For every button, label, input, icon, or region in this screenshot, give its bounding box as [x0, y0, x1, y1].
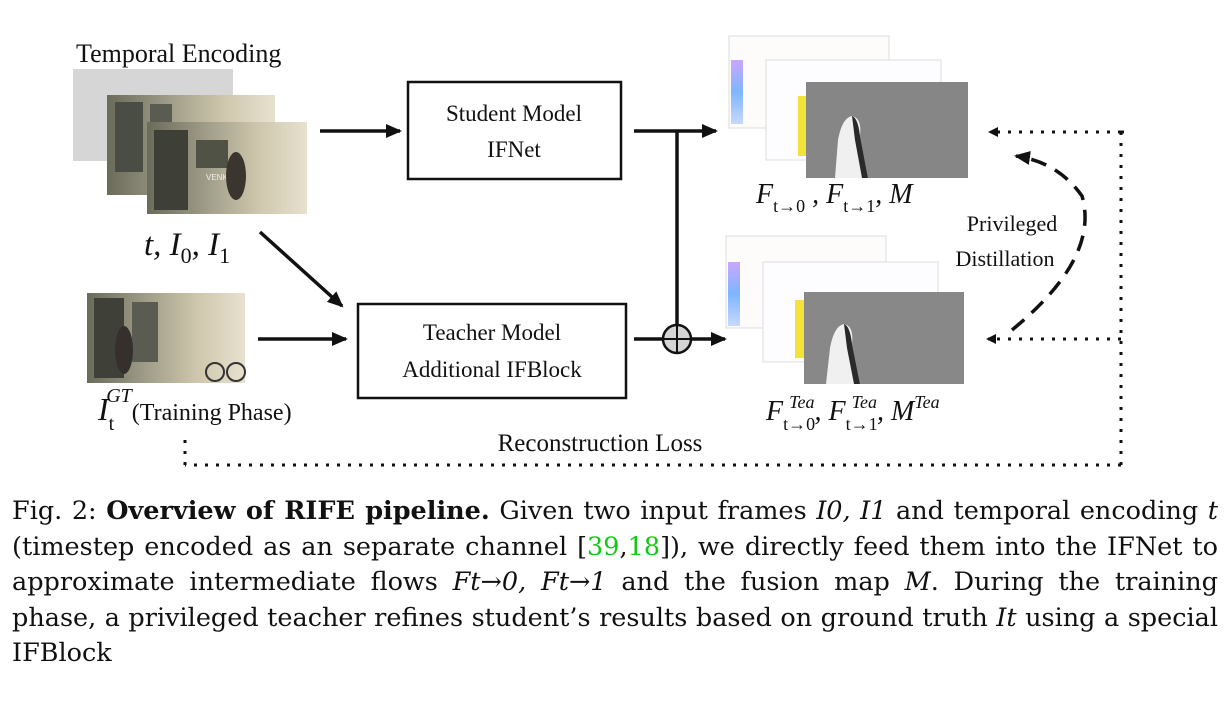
privileged-label-line2: Distillation [956, 246, 1055, 271]
temporal-encoding-label: Temporal Encoding [76, 39, 281, 68]
caption-title: Overview of RIFE pipeline. [106, 496, 490, 526]
teacher-model-box [356, 302, 628, 400]
teacher-output-stack [725, 235, 964, 384]
citation-link-18[interactable]: 18 [627, 531, 661, 562]
caption-text-5: and the fusion map [621, 567, 890, 597]
teacher-model-title: Teacher Model [423, 320, 561, 345]
citation-link-39[interactable]: 39 [587, 531, 620, 562]
teacher-model-subtitle: Additional IFBlock [402, 357, 582, 382]
input-frames-stack: VENKEL [73, 69, 307, 214]
caption-flows-math: Ft→0, Ft→1 [452, 567, 607, 597]
caption-M-math: M [904, 567, 931, 597]
student-output-label: Ft→0 , Ft→1, M [755, 179, 914, 216]
caption-frames-math: I0, I1 [816, 496, 887, 526]
privileged-label-line1: Privileged [967, 211, 1057, 236]
caption-t-math: t [1207, 496, 1219, 526]
student-output-stack [728, 35, 968, 178]
caption-text-1: Given two input frames [499, 496, 807, 526]
caption-It-math: It [996, 602, 1017, 633]
student-model-box [406, 80, 623, 181]
student-model-title: Student Model [446, 101, 582, 126]
caption-text-2: and temporal encoding [896, 496, 1199, 526]
ground-truth-frame [87, 293, 246, 383]
figure-number: Fig. 2: [12, 496, 97, 526]
figure-caption: Fig. 2: Overview of RIFE pipeline. Given… [12, 494, 1218, 672]
caption-text-6: . During the training phase, a privilege… [12, 567, 1219, 633]
caption-text-3: (timestep encoded as an separate channel… [12, 531, 588, 562]
svg-text:VENKEL: VENKEL [206, 173, 238, 182]
citation-separator: , [619, 531, 628, 562]
student-model-subtitle: IFNet [487, 137, 541, 162]
caption-text-7: using a special IFBlock [12, 602, 1218, 669]
pipeline-diagram: Temporal Encoding VENKEL t, I0, I1 ItGT(… [73, 35, 1124, 467]
teacher-output-label: Ft→0Tea, Ft→1Tea, MTea [765, 392, 940, 434]
reconstruction-loss-label: Reconstruction Loss [498, 430, 703, 457]
caption-text-4: ]), we directly feed them into the IFNet… [12, 531, 1218, 598]
input-label: t, I0, I1 [144, 227, 230, 268]
ground-truth-label: ItGT(Training Phase) [97, 385, 292, 435]
